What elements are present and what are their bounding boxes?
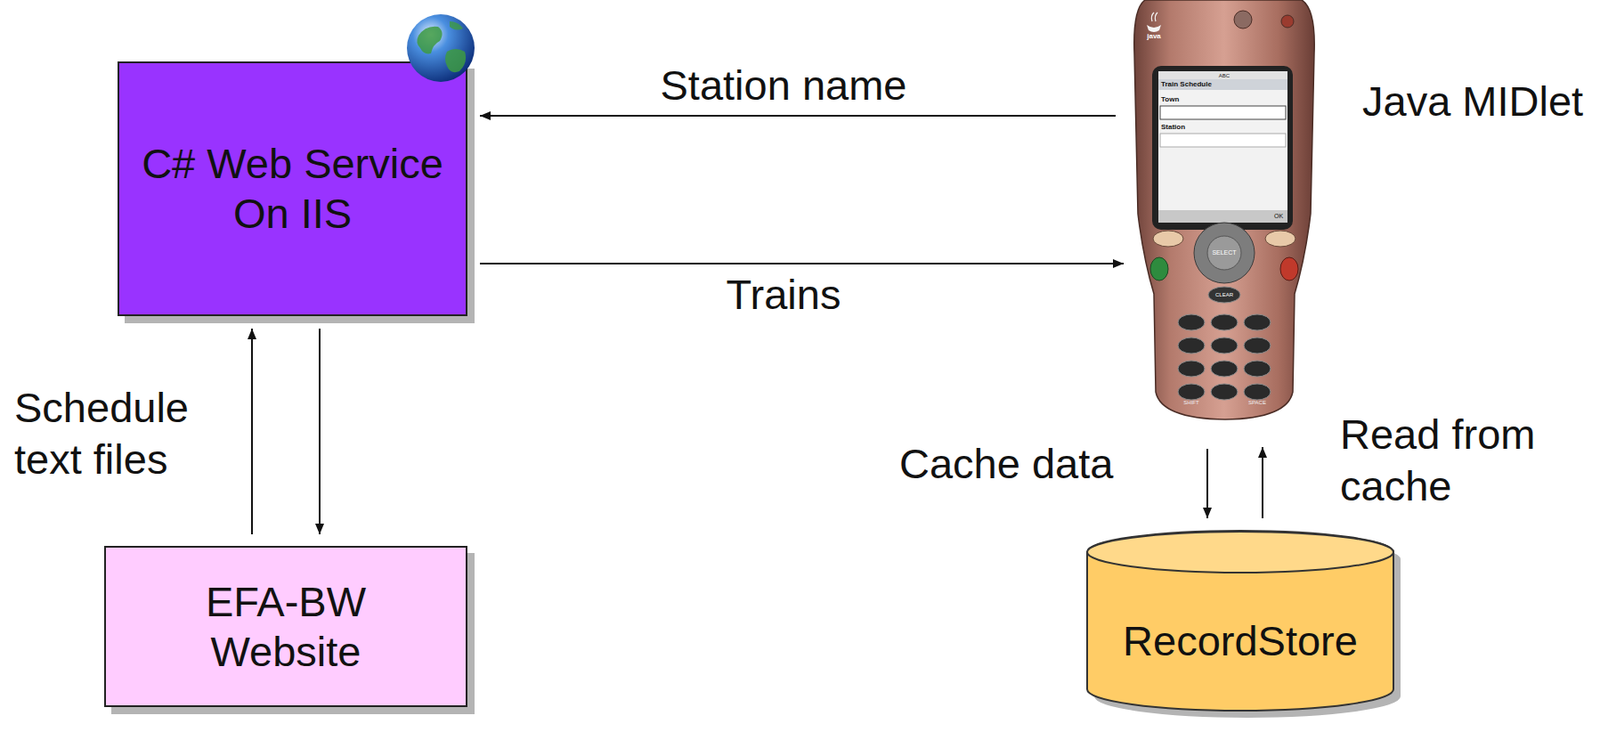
screen [1158,71,1288,223]
phone-illustration [1127,0,1318,421]
web-service-box: C# Web Service On IIS [117,61,468,317]
connector-label: Read from cache [1340,408,1554,512]
connector-arrow [318,328,321,535]
cylinder-body [1087,530,1394,711]
cylinder-top [1087,531,1394,573]
globe-land [445,48,466,73]
softkey-bar [1158,210,1288,223]
key-label: SELECT [1211,249,1236,257]
node-label: EFA-BW Website [125,576,447,677]
field-label: Town [1161,96,1179,105]
keypad-key [1243,314,1271,331]
keypad-key [1210,383,1238,400]
globe-land [449,21,463,31]
select-key [1207,235,1242,270]
node-label: RecordStore [1086,616,1395,666]
nav-ring [1193,222,1255,284]
keypad-key [1243,383,1271,400]
connector-arrow [479,114,1116,117]
connector-arrow [1261,446,1264,519]
globe-land [416,26,442,55]
connector-label: Schedule text files [14,381,228,486]
keypad-key [1177,337,1205,354]
key-label: SPACE [1248,399,1267,407]
connector-arrow [251,328,253,535]
phone-button [1281,15,1294,28]
text-field [1160,105,1286,120]
connector-arrow [1206,448,1209,519]
keypad-key [1177,360,1205,377]
connector-label: Cache data [899,438,1136,490]
keypad-key [1177,383,1205,400]
keypad-key [1243,360,1271,377]
connector-label: Trains [605,268,962,321]
status-bar [1158,71,1288,80]
globe-sphere [406,14,475,82]
screen-title: Train Schedule [1161,81,1212,90]
java-logo-text: java [1146,32,1162,41]
recordstore-cylinder: RecordStore [1086,530,1404,720]
keypad-key [1243,337,1271,354]
java-steam [1151,12,1158,22]
key-label: SHIFT [1183,399,1199,407]
globe-icon [406,14,475,82]
clear-key [1208,286,1241,303]
java-cup [1146,24,1162,33]
end-key [1280,257,1299,281]
keypad-key [1210,337,1238,354]
phone-node: Java MIDletjavaABCTrain ScheduleTownStat… [1127,0,1318,421]
keypad-key [1210,360,1238,377]
key-label: CLEAR [1215,292,1234,299]
keypad-key [1210,314,1238,331]
soft-key [1265,230,1296,247]
status-text: ABC [1218,72,1230,79]
screen-bezel [1152,65,1293,230]
website-box: EFA-BW Website [104,545,468,707]
node-label: Java MIDlet [1362,76,1584,127]
text-field [1160,133,1286,147]
phone-speaker [1234,10,1252,29]
soft-key [1153,230,1184,247]
softkey-label: OK [1274,212,1284,220]
connector-label: Station name [605,59,962,112]
call-key [1150,257,1169,281]
keypad-key [1177,314,1205,331]
title-bar [1158,79,1288,90]
field-label: Station [1161,123,1186,132]
node-label: C# Web Service On IIS [132,138,454,239]
connector-arrow [479,262,1124,265]
phone-body [1134,0,1315,420]
